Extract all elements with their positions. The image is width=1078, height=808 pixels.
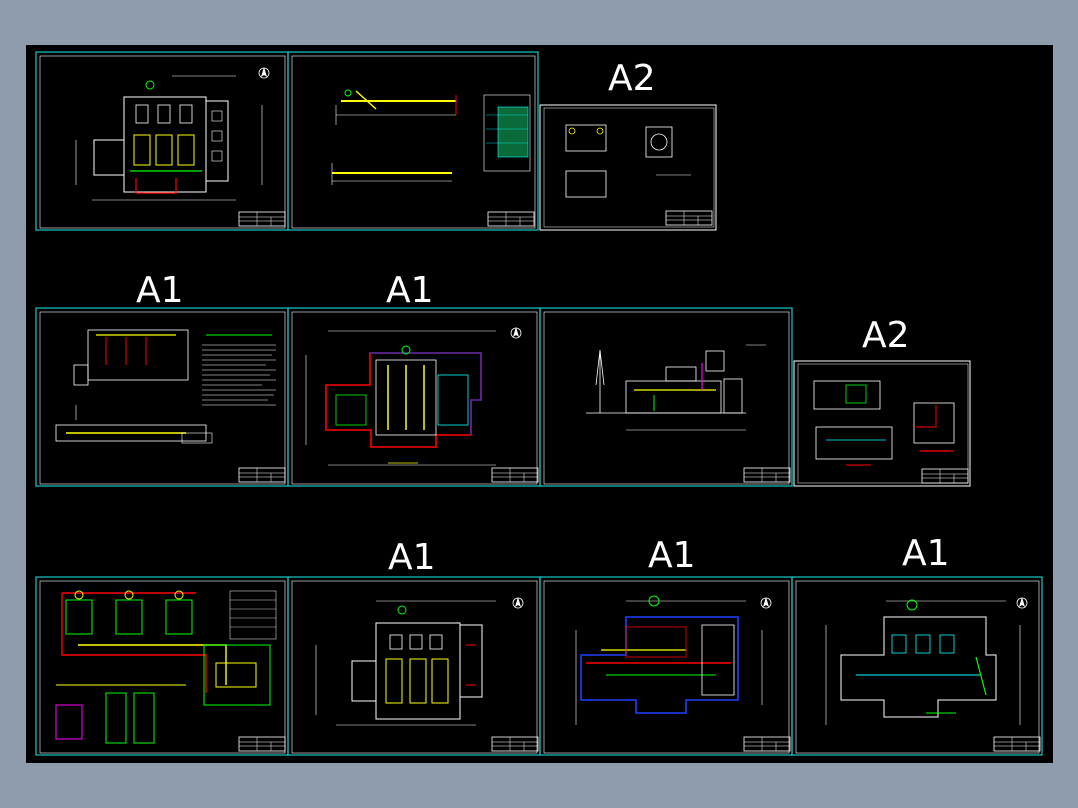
sheet-7[interactable]	[793, 360, 971, 487]
sheet-11[interactable]	[791, 576, 1043, 756]
size-label-a2-row2-right: A2	[862, 315, 910, 356]
sheet-1[interactable]	[35, 51, 289, 231]
size-label-a1-row3-d: A1	[902, 533, 950, 574]
sheet-9[interactable]	[287, 576, 541, 756]
size-label-a1-row3-c: A1	[648, 535, 696, 576]
sheet-3[interactable]	[539, 104, 717, 231]
sheet-8[interactable]	[35, 576, 289, 756]
sheet-5[interactable]	[287, 307, 541, 487]
cad-drawing[interactable]: A2 A1 A1 A2	[26, 45, 1053, 763]
size-label-a1-row2-mid: A1	[386, 270, 434, 311]
sheet-6[interactable]	[539, 307, 793, 487]
sheet-2[interactable]	[287, 51, 539, 231]
sheet-10[interactable]	[539, 576, 793, 756]
drawing-canvas[interactable]: A2 A1 A1 A2	[26, 45, 1053, 763]
size-label-a1-row3-b: A1	[388, 537, 436, 578]
sheet-4[interactable]	[35, 307, 289, 487]
size-label-a1-row2-left: A1	[136, 270, 184, 311]
size-label-a2-row1: A2	[608, 58, 656, 99]
